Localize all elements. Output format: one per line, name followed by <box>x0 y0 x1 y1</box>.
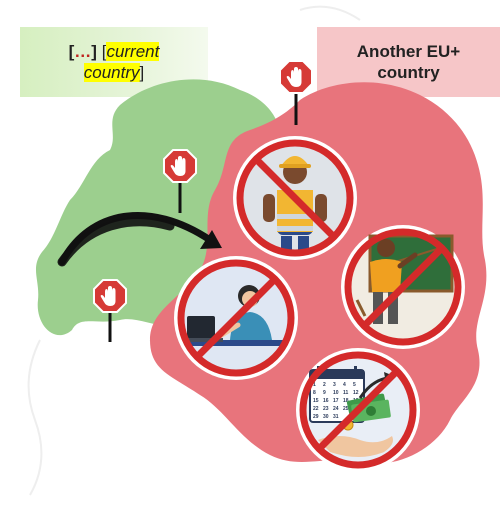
calendar-day: 25 <box>343 406 349 412</box>
calendar-day: 17 <box>333 398 339 404</box>
calendar-day: 9 <box>323 390 326 396</box>
calendar-day: 8 <box>313 390 316 396</box>
prohibited-construction-worker-icon <box>233 136 357 260</box>
calendar-day: 12 <box>353 390 359 396</box>
calendar-day: 18 <box>343 398 349 404</box>
calendar-day: 23 <box>323 406 329 412</box>
calendar-day: 11 <box>343 390 349 396</box>
calendar-day: 15 <box>313 398 319 404</box>
prohibited-teacher-icon <box>341 225 465 349</box>
prohibited-office-worker-icon <box>174 256 298 380</box>
calendar-day: 24 <box>333 406 339 412</box>
calendar-day: 4 <box>343 382 346 388</box>
current-country-label: […] [current country] <box>20 27 208 97</box>
stop-sign-top <box>279 60 313 125</box>
curved-arrow-icon <box>57 211 222 267</box>
calendar-day: 29 <box>313 414 319 420</box>
calendar-day: 30 <box>323 414 329 420</box>
calendar-day: 2 <box>323 382 326 388</box>
stop-sign-middle <box>163 149 197 213</box>
prohibited-payment-icon: 123458910111215161718192223242526293031 <box>296 348 420 472</box>
stop-sign-bottom <box>93 279 127 342</box>
calendar-day: 1 <box>313 382 316 388</box>
calendar-day: 31 <box>333 414 339 420</box>
calendar-day: 5 <box>353 382 356 388</box>
calendar-day: 3 <box>333 382 336 388</box>
calendar-day: 22 <box>313 406 319 412</box>
calendar-day: 10 <box>333 390 339 396</box>
calendar-day: 16 <box>323 398 329 404</box>
